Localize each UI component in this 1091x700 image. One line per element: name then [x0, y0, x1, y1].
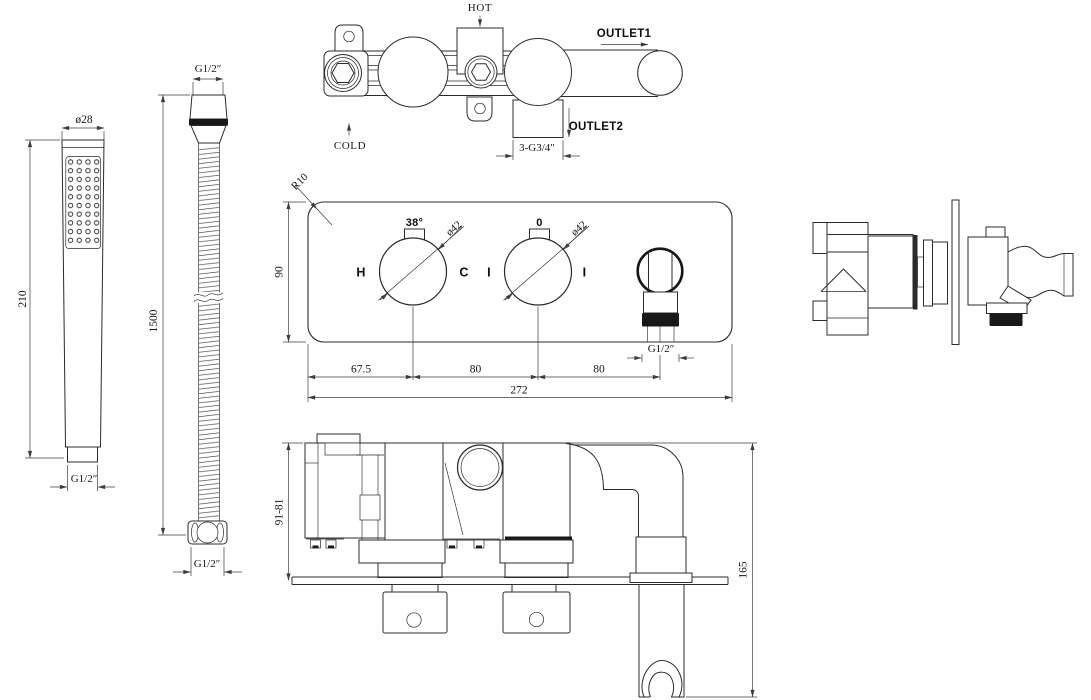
hot-label: HOT [468, 2, 492, 14]
install-fixing-nut [359, 494, 381, 521]
hose-outlet-boss [636, 247, 684, 295]
install-left-bracket [304, 442, 386, 539]
mode-zero-label: 0 [536, 217, 542, 229]
diverter-bar-left: I [487, 266, 491, 280]
install-outlet-elbow [565, 443, 684, 538]
valve-installation-view: 91-81 165 [274, 433, 757, 698]
cartridge-left [377, 36, 449, 108]
outlet-pipe-end [637, 50, 683, 96]
install-depth-dim: 91-81 [274, 498, 286, 525]
valve-top-view: HOT COLD OUTLET1 OUTLET2 3-G3/4″ [323, 2, 683, 160]
outlet1-label: OUTLET1 [597, 28, 652, 40]
handset-holder [638, 584, 685, 698]
total-width-dim: 272 [510, 385, 528, 397]
diverter-bar-right: I [583, 266, 587, 280]
side-tab-lower [812, 300, 828, 321]
hose-top-fitting [189, 94, 228, 120]
outlet-nipple-body [643, 291, 678, 314]
install-temp-knob [382, 591, 448, 634]
handset-length-dim: 210 [17, 290, 29, 308]
offset-left-dim: 67.5 [351, 364, 371, 376]
side-outlet-thread [989, 313, 1023, 326]
spacing-right-dim: 80 [593, 364, 605, 376]
side-wall-plate [951, 199, 960, 345]
side-knob-tab [985, 226, 1006, 238]
install-outlet-collar [635, 536, 687, 574]
outlet-thread-dim: 3-G3/4″ [519, 142, 555, 154]
temperature-knob [378, 237, 448, 306]
outlet-thread-dim: G1/2″ [648, 343, 675, 355]
temp-setting-label: 38° [406, 217, 424, 229]
install-holder-flange [629, 572, 693, 583]
handset-connector [67, 446, 98, 463]
spacing-mid-dim: 80 [470, 364, 482, 376]
inlet-port-left [324, 54, 362, 92]
hot-mark: H [356, 266, 365, 280]
install-cartridge-flange-left [358, 539, 446, 564]
hose-thread-bottom-dim: G1/2″ [194, 558, 221, 570]
plate-height-dim: 90 [274, 266, 286, 278]
handset-diameter-dim: ø28 [75, 114, 93, 126]
cold-mark: C [459, 266, 468, 280]
hose-length-dim: 1500 [148, 309, 160, 332]
side-lever-handle [1007, 245, 1074, 299]
inlet-port-mid [464, 55, 498, 89]
outlet2-label: OUTLET2 [569, 121, 624, 133]
cartridge-right [504, 38, 572, 106]
hose-break-symbol [193, 292, 224, 297]
cold-label: COLD [334, 140, 366, 152]
hose-thread-top-dim: G1/2″ [195, 63, 222, 75]
corner-radius-dim: R10 [289, 171, 311, 193]
hand-shower-view: ø28 210 G1/2″ [17, 114, 115, 491]
outlet-nipple-thread [642, 313, 679, 327]
install-cartridge-flange-right [499, 539, 574, 564]
handset-spray-nozzles [66, 157, 101, 245]
hose-ribbing-lower [198, 303, 220, 520]
install-height-dim: 165 [738, 561, 750, 579]
side-tab-upper [812, 222, 829, 254]
diverter-knob [503, 237, 573, 306]
valve-front-view: R10 38° ø42 H C 0 ø42 I I G1/2″ [274, 171, 733, 402]
handset-thread-dim: G1/2″ [71, 473, 98, 485]
shower-hose-view: G1/2″ 1500 G1/2″ [148, 63, 242, 576]
valve-side-view [812, 199, 1074, 345]
side-cartridge [867, 235, 914, 309]
hose-ribbing-upper [198, 146, 220, 292]
